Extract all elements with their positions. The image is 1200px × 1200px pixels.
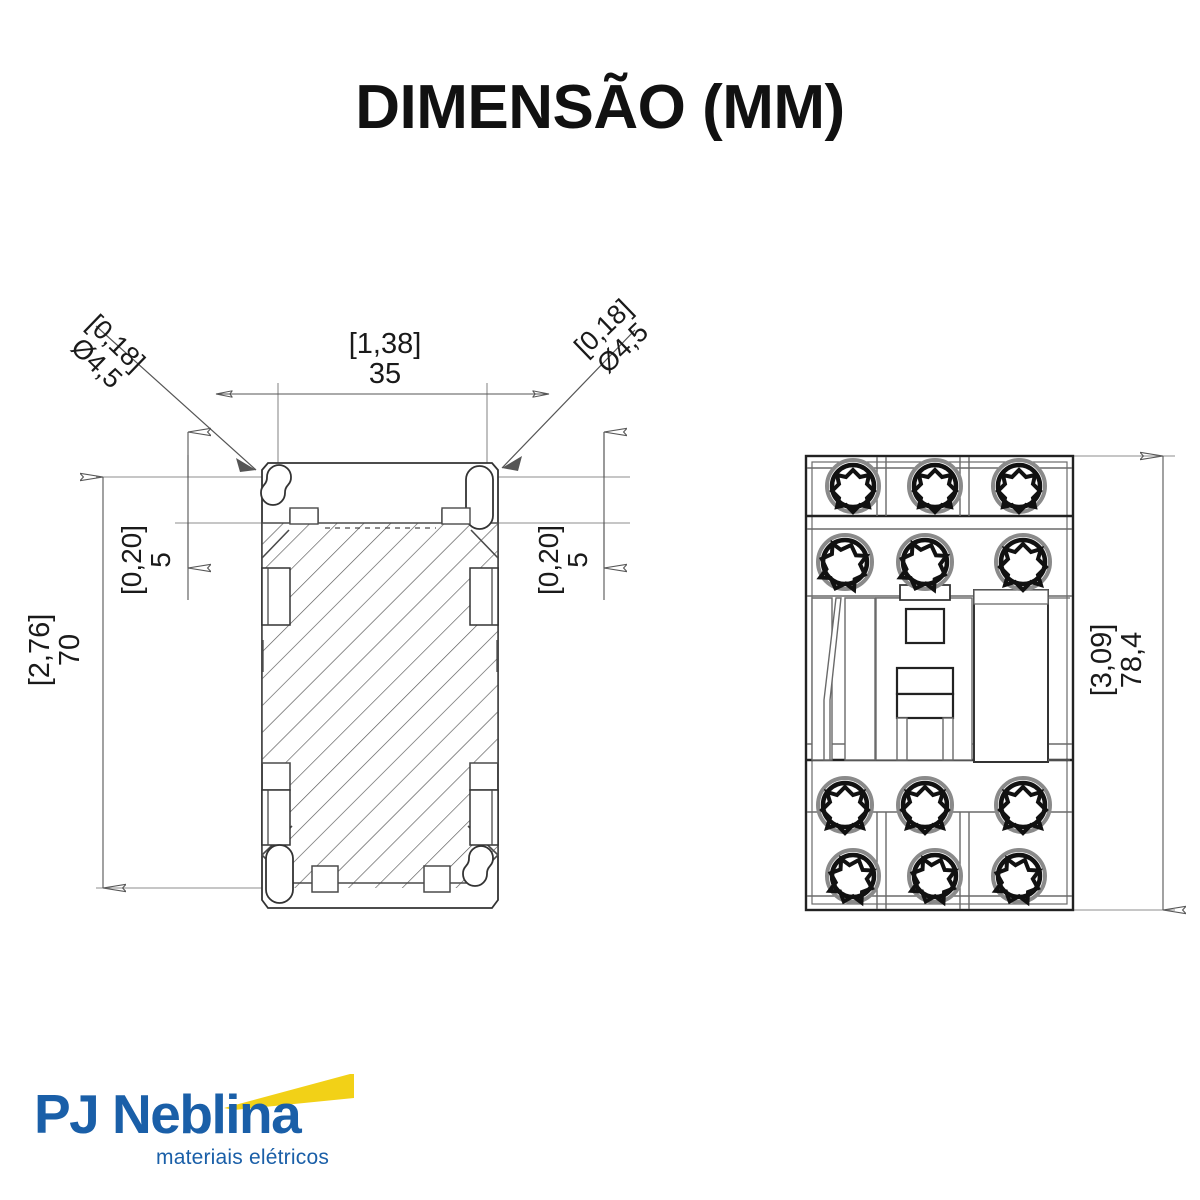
logo-tagline: materiais elétricos xyxy=(156,1146,330,1169)
mounting-recesses xyxy=(261,567,499,846)
dim-width-value: 35 xyxy=(368,357,402,390)
dim-width-bracket: [1,38] xyxy=(348,328,422,360)
bottom-square-features xyxy=(311,865,451,893)
recess-detail-lines xyxy=(262,568,498,845)
actuator-mechanism xyxy=(811,584,1070,763)
screw-terminal xyxy=(907,458,963,515)
screw-terminal xyxy=(816,533,874,594)
page-title: DIMENSÃO (MM) xyxy=(355,73,845,142)
dim-height-value: 70 xyxy=(53,633,86,667)
pole-dividers-bottom xyxy=(876,812,970,909)
section-hatch xyxy=(262,510,498,888)
dim-height-bracket: [2,76] xyxy=(24,613,56,687)
logo-wordmark: PJ Neblina xyxy=(34,1083,302,1145)
screw-terminal xyxy=(991,458,1047,515)
dim-front-height: [3,09] 78,4 xyxy=(1086,560,1148,760)
screw-terminal xyxy=(994,776,1052,836)
dim-width-35: [1,38] 35 xyxy=(320,328,450,390)
mounting-slot-top-left xyxy=(260,464,292,506)
screw-terminal xyxy=(896,776,954,836)
mounting-slot-bottom-left xyxy=(265,844,294,904)
dim-offset-left: [0,20] 5 xyxy=(116,480,176,640)
company-logo: PJ Neblina materiais elétricos xyxy=(34,1068,354,1176)
screw-terminal xyxy=(896,533,954,594)
contactor-front-drawing xyxy=(804,456,1175,910)
screw-terminal xyxy=(994,533,1052,593)
screw-terminal xyxy=(907,848,963,907)
mounting-slot-bottom-right xyxy=(462,845,494,887)
leader-lines xyxy=(95,325,636,472)
dim-height-70: [2,76] 70 xyxy=(24,560,86,740)
top-notches xyxy=(289,507,471,525)
dim-offset-right: [0,20] 5 xyxy=(533,480,593,640)
dim-front-height-value: 78,4 xyxy=(1115,631,1148,689)
dim-offset-right-bracket: [0,20] xyxy=(533,524,564,596)
dim-front-height-bracket: [3,09] xyxy=(1086,623,1118,697)
screw-terminal xyxy=(816,776,874,836)
screw-terminal xyxy=(825,458,881,515)
cross-section-drawing xyxy=(95,325,636,909)
mounting-slot-top-right xyxy=(465,465,494,530)
screw-terminal-group xyxy=(816,458,1052,907)
screw-terminal xyxy=(991,848,1047,907)
screw-terminal xyxy=(825,848,881,907)
yellow-swoosh-icon xyxy=(224,1074,354,1110)
dim-offset-right-value: 5 xyxy=(561,552,593,568)
dimension-lines xyxy=(103,394,604,888)
dim-offset-left-value: 5 xyxy=(144,552,176,568)
dim-offset-left-bracket: [0,20] xyxy=(116,524,147,596)
